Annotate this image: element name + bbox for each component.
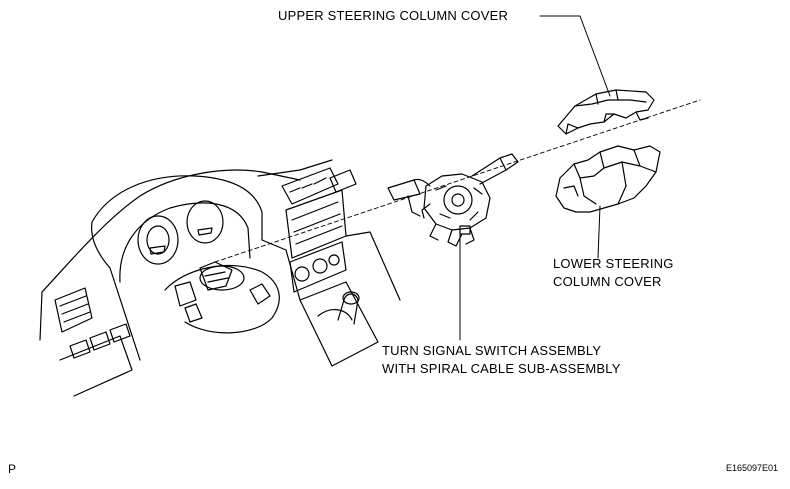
switch-label-line2: WITH SPIRAL CABLE SUB-ASSEMBLY: [382, 361, 621, 376]
switch-label-line1: TURN SIGNAL SWITCH ASSEMBLY: [382, 343, 602, 358]
switch-assembly-drawing: [387, 153, 519, 247]
footer-mark: P: [8, 462, 17, 476]
assembly-axis-dashed-line: [214, 99, 701, 263]
lower-cover-label-line2: COLUMN COVER: [553, 274, 662, 289]
lower-cover-label-line1: LOWER STEERING: [553, 256, 674, 271]
upper-cover-leader-line: [539, 15, 611, 97]
upper-cover-label: UPPER STEERING COLUMN COVER: [278, 8, 509, 23]
lower-cover-leader-line: [597, 205, 601, 259]
upper-cover-drawing: [557, 89, 655, 135]
dashboard-drawing: [39, 159, 401, 397]
lower-cover-drawing: [555, 145, 661, 213]
figure-code: E165097E01: [726, 463, 779, 473]
